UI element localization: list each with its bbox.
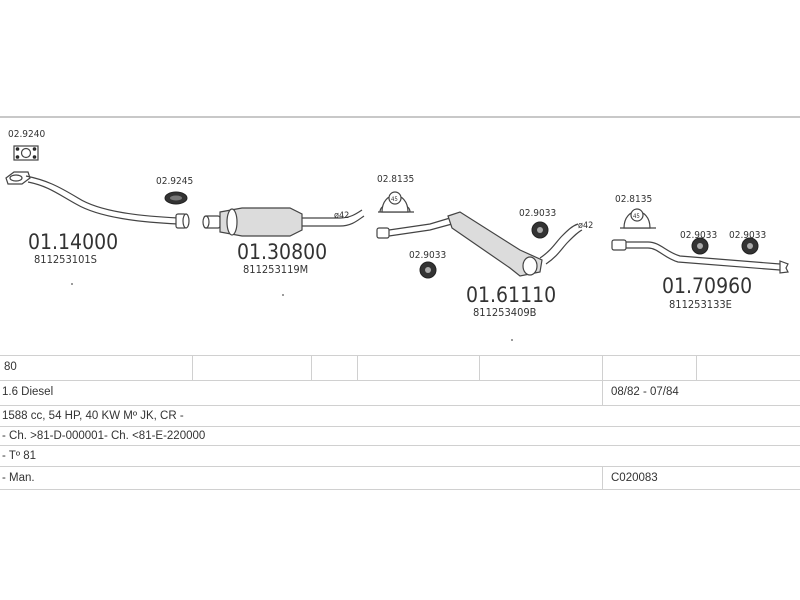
table-row: - Tº 81 [0, 445, 800, 466]
fitting-code: 02.8135 [615, 194, 652, 205]
top-rule [0, 116, 800, 118]
column-divider [696, 356, 697, 380]
type-cell: - Tº 81 [2, 450, 37, 462]
part-number: 01.70960 [662, 274, 752, 298]
clamp-02-8135-icon: 45 [378, 191, 414, 213]
clamp-02-9033-icon [419, 261, 437, 279]
fitting-code: 02.9240 [8, 129, 45, 140]
oem-number: 811253101S [34, 253, 97, 266]
fitting-code: 02.9033 [409, 250, 446, 261]
diameter-label: ø42 [578, 221, 593, 231]
fitting-code: 02.9033 [519, 208, 556, 219]
engine-cell: 1.6 Diesel [2, 386, 54, 398]
oem-number: 811253119M [243, 263, 308, 276]
column-divider [602, 467, 603, 489]
column-divider [602, 381, 603, 405]
table-row: 1588 cc, 54 HP, 40 KW Mº JK, CR - [0, 405, 800, 426]
clamp-02-9033-icon [691, 237, 709, 255]
front-pipe-01-14000-icon [5, 171, 190, 229]
exhaust-diagram: 02.9240 02.9245 01.14000 811253101S ø42 … [5, 129, 789, 341]
dot-marker [511, 339, 513, 341]
fitting-code: 02.9033 [729, 230, 766, 241]
clamp-label: 45 [633, 213, 640, 220]
diameter-label: ø42 [334, 211, 349, 221]
column-divider [192, 356, 193, 380]
part-number: 01.30800 [237, 240, 327, 264]
years-cell: 08/82 - 07/84 [611, 386, 679, 398]
oem-number: 811253133E [669, 298, 732, 311]
part-number: 01.14000 [28, 230, 118, 254]
table-row: - Ch. >81-D-000001- Ch. <81-E-220000 [0, 426, 800, 445]
kit-code-cell: C020083 [611, 472, 658, 484]
fitting-code: 02.9033 [680, 230, 717, 241]
clamp-label: 45 [391, 196, 398, 203]
dot-marker [71, 283, 73, 285]
oem-number: 811253409B [473, 306, 537, 319]
clamp-02-9033-icon [531, 221, 549, 239]
fitting-code: 02.9245 [156, 176, 193, 187]
rear-silencer-01-61110-icon [376, 211, 583, 277]
table-row: - Man. C020083 [0, 466, 800, 490]
column-divider [479, 356, 480, 380]
chassis-cell: - Ch. >81-D-000001- Ch. <81-E-220000 [2, 430, 206, 442]
gasket-02-9240-icon [13, 145, 39, 161]
table-row: 1.6 Diesel 08/82 - 07/84 [0, 380, 800, 405]
dot-marker [282, 294, 284, 296]
clamp-02-8135-icon: 45 [620, 208, 656, 229]
model-cell: 80 [4, 361, 17, 373]
clamp-02-9245-icon [164, 191, 188, 205]
transmission-cell: - Man. [2, 472, 35, 484]
vehicle-info-table: 80 1.6 Diesel 08/82 - 07/84 1588 cc, 54 … [0, 355, 800, 490]
middle-silencer-01-30800-icon [202, 207, 365, 237]
specs-cell: 1588 cc, 54 HP, 40 KW Mº JK, CR - [2, 410, 184, 422]
table-row: 80 [0, 355, 800, 380]
column-divider [311, 356, 312, 380]
column-divider [357, 356, 358, 380]
part-number: 01.61110 [466, 283, 556, 307]
clamp-02-9033-icon [741, 237, 759, 255]
tail-pipe-01-70960-icon [611, 239, 789, 274]
fitting-code: 02.8135 [377, 174, 414, 185]
column-divider [602, 356, 603, 380]
